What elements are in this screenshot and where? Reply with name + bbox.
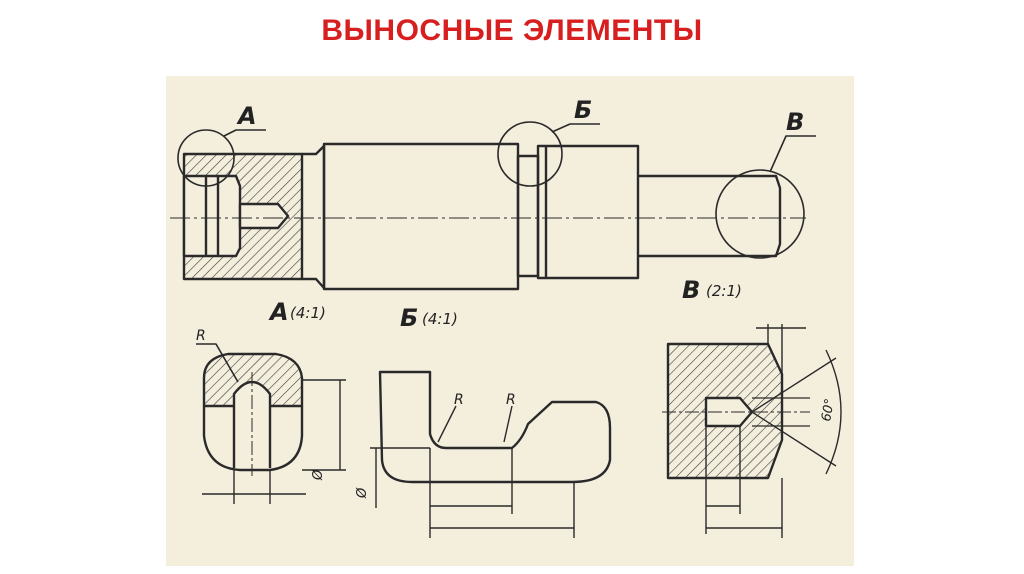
shaft-left-drill	[238, 202, 290, 230]
radius-label-a: R	[196, 328, 206, 344]
detail-a-drawing	[196, 343, 346, 504]
shaft-right-end	[638, 174, 782, 258]
diameter-label-a: Ø	[311, 469, 326, 481]
callout-leader-v	[769, 135, 816, 173]
shaft-groove	[518, 154, 540, 278]
detail-a-letter: А	[268, 298, 289, 326]
shaft-shoulder	[536, 144, 640, 280]
shaft-neck	[302, 144, 326, 290]
callout-circle-v	[715, 169, 805, 259]
callout-leader-a	[223, 129, 266, 137]
detail-b-letter: Б	[400, 304, 418, 332]
callout-leader-b	[551, 123, 600, 133]
callout-label-a: А	[236, 102, 257, 130]
callout-label-v: В	[786, 108, 804, 136]
callout-circle-a	[177, 129, 235, 187]
callout-circle-b	[497, 121, 563, 187]
detail-v-letter: В	[682, 276, 700, 304]
shaft-main-view	[170, 121, 816, 291]
callout-label-b: Б	[574, 96, 592, 124]
detail-v-drawing	[662, 324, 842, 538]
detail-b-drawing	[370, 370, 612, 538]
diameter-label-b: Ø	[355, 487, 370, 499]
detail-b-scale: (4:1)	[422, 310, 458, 328]
angle-label: 60°	[819, 397, 838, 422]
slide-title: ВЫНОСНЫЕ ЭЛЕМЕНТЫ	[321, 14, 703, 47]
shaft-large-cylinder	[322, 142, 520, 291]
technical-drawing: А Б В А (4:1) Б (4:1) В (2:1) R R R Ø Ø …	[170, 96, 842, 538]
radius-label-b1: R	[454, 392, 464, 408]
radius-label-b2: R	[506, 392, 516, 408]
detail-v-scale: (2:1)	[706, 282, 742, 300]
detail-a-scale: (4:1)	[290, 304, 326, 322]
shaft-left-bore	[182, 174, 242, 258]
drawing-panel: А Б В А (4:1) Б (4:1) В (2:1) R R R Ø Ø …	[166, 76, 854, 566]
